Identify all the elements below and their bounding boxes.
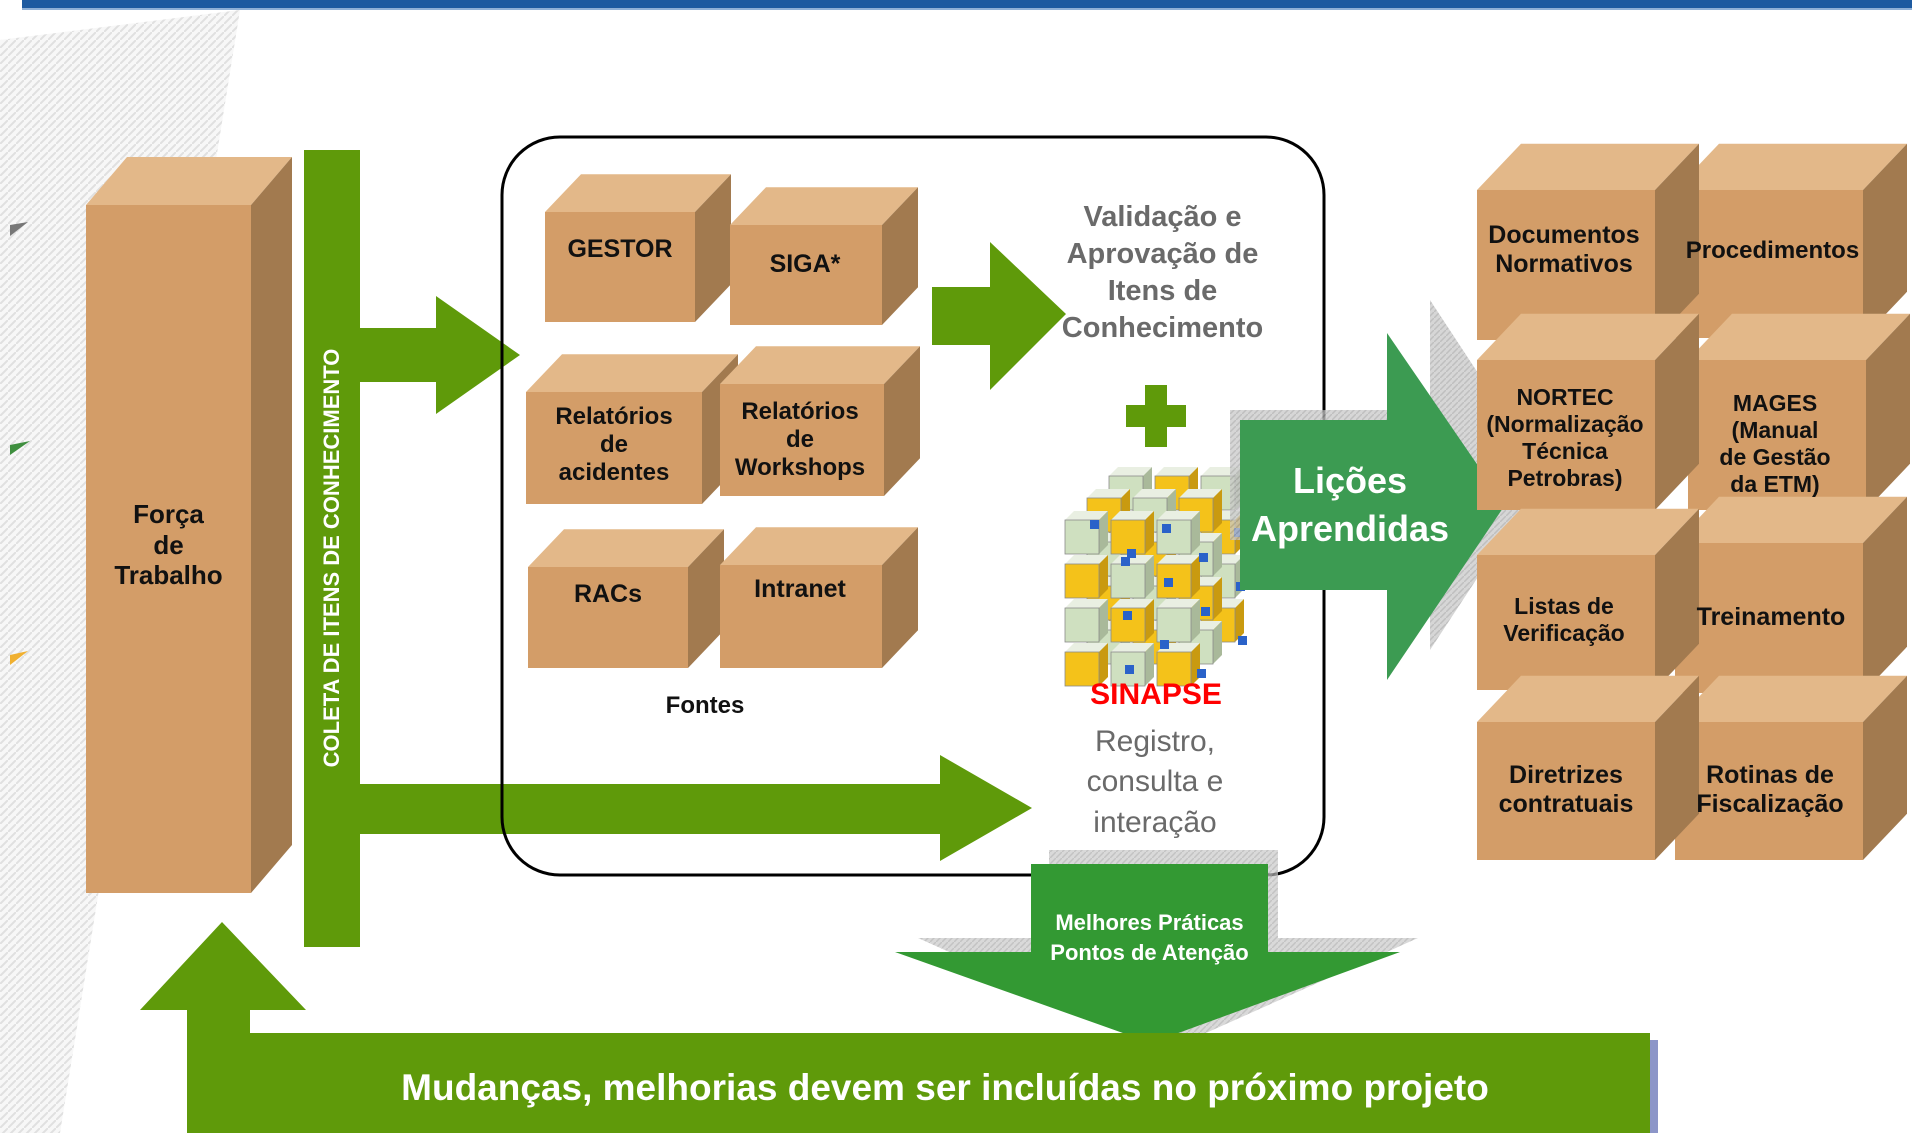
source-racs: RACs [573,580,643,609]
sources-caption: Fontes [665,691,745,719]
edge-mark [10,222,28,236]
collection-arrow-lower [360,755,1032,861]
output-treinamento: Treinamento [1696,603,1846,632]
intranet-box [720,527,918,668]
plus-icon [1126,385,1186,447]
best-practices-arrow [895,864,1400,1043]
workforce-block [86,157,292,893]
lessons-arrow [1240,333,1505,680]
relatorios-workshops-box [720,346,920,496]
source-intranet: Intranet [754,575,846,604]
source-relatorios-acidentes: Relatórios de acidentes [555,402,673,487]
output-boxes [1477,143,1910,860]
feedback-arrow [140,922,1650,1133]
sinapse-name: SINAPSE [1090,678,1222,712]
output-diretrizes: Diretrizes contratuais [1498,760,1634,819]
output-listas: Listas de Verificação [1503,592,1625,646]
source-siga: SIGA* [769,250,841,279]
feedback-bar-shadow [1650,1040,1658,1133]
collection-arrow-upper [360,296,520,414]
output-documentos: Documentos Normativos [1488,220,1640,279]
workforce-label: Força de Trabalho [114,498,223,591]
output-mages: MAGES (Manual de Gestão da ETM) [1719,389,1831,498]
title-bar [22,0,1912,8]
sinapse-description: Registro, consulta e interação [1086,724,1224,839]
listas-box [1477,508,1699,690]
source-gestor: GESTOR [567,235,673,264]
rotinas-box [1675,675,1907,860]
collection-bar [304,150,360,947]
racs-box [528,529,724,668]
feedback-label: Mudanças, melhorias devem ser incluídas … [401,1067,1489,1109]
nortec-box [1477,313,1699,510]
source-relatorios-workshops: Relatórios de Workshops [734,397,866,482]
output-procedimentos: Procedimentos [1685,236,1860,264]
mages-box [1688,313,1910,510]
edge-mark [10,441,30,455]
sinapse-logo-icon [1064,467,1247,687]
gestor-box [545,174,731,322]
edge-mark [10,651,28,665]
output-rotinas: Rotinas de Fiscalização [1696,760,1844,819]
treinamento-box [1675,496,1907,693]
procedimentos-box [1675,143,1907,338]
title-bar-shadow [22,8,1912,10]
siga-box [730,187,918,325]
source-boxes [526,174,920,668]
validation-arrow [932,242,1066,390]
best-practices-label: Melhores Práticas Pontos de Atenção [1050,910,1249,965]
validation-label: Validação e Aprovação de Itens de Conhec… [1061,201,1264,344]
diretrizes-box [1477,675,1699,860]
collection-bar-label: COLETA DE ITENS DE CONHECIMENTO [319,348,345,768]
lessons-label: Lições Aprendidas [1250,460,1450,549]
output-nortec: NORTEC (Normalização Técnica Petrobras) [1486,383,1644,492]
